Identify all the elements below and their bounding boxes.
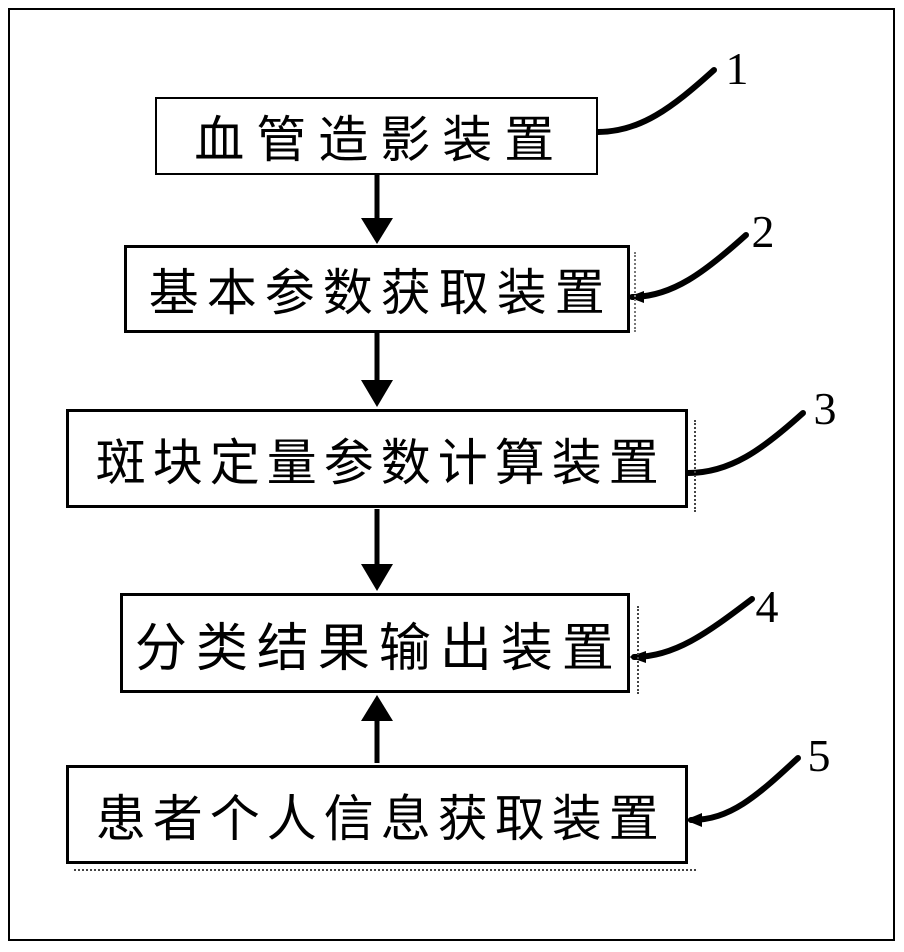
reference-numeral-2: 2 <box>751 206 775 257</box>
figure-border <box>8 8 895 941</box>
box-basic-parameter-acquisition-label: 基本参数获取装置 <box>148 264 613 322</box>
box-basic-parameter-acquisition-device: 基本参数获取装置 <box>124 245 630 333</box>
box-angiography-device-label: 血管造影装置 <box>194 111 567 169</box>
box-classification-result-output-device: 分类结果输出装置 <box>120 593 630 693</box>
scan-shadow-box2 <box>634 252 636 332</box>
box-patient-personal-info-acquisition-label: 患者个人信息获取装置 <box>95 789 666 848</box>
box-angiography-device: 血管造影装置 <box>155 97 598 175</box>
reference-numeral-3: 3 <box>813 383 837 434</box>
box-patient-personal-info-acquisition-device: 患者个人信息获取装置 <box>66 765 688 864</box>
box-plaque-quantitative-parameter-calculation-label: 斑块定量参数计算装置 <box>95 433 666 492</box>
reference-numeral-4: 4 <box>755 581 779 632</box>
scan-shadow-box5 <box>74 869 696 871</box>
scan-shadow-box4 <box>637 606 639 694</box>
scan-shadow-box3 <box>694 420 696 512</box>
box-plaque-quantitative-parameter-calculation-device: 斑块定量参数计算装置 <box>66 409 688 508</box>
reference-numeral-1: 1 <box>725 43 749 94</box>
box-classification-result-output-label: 分类结果输出装置 <box>134 618 623 679</box>
reference-numeral-5: 5 <box>807 730 831 781</box>
